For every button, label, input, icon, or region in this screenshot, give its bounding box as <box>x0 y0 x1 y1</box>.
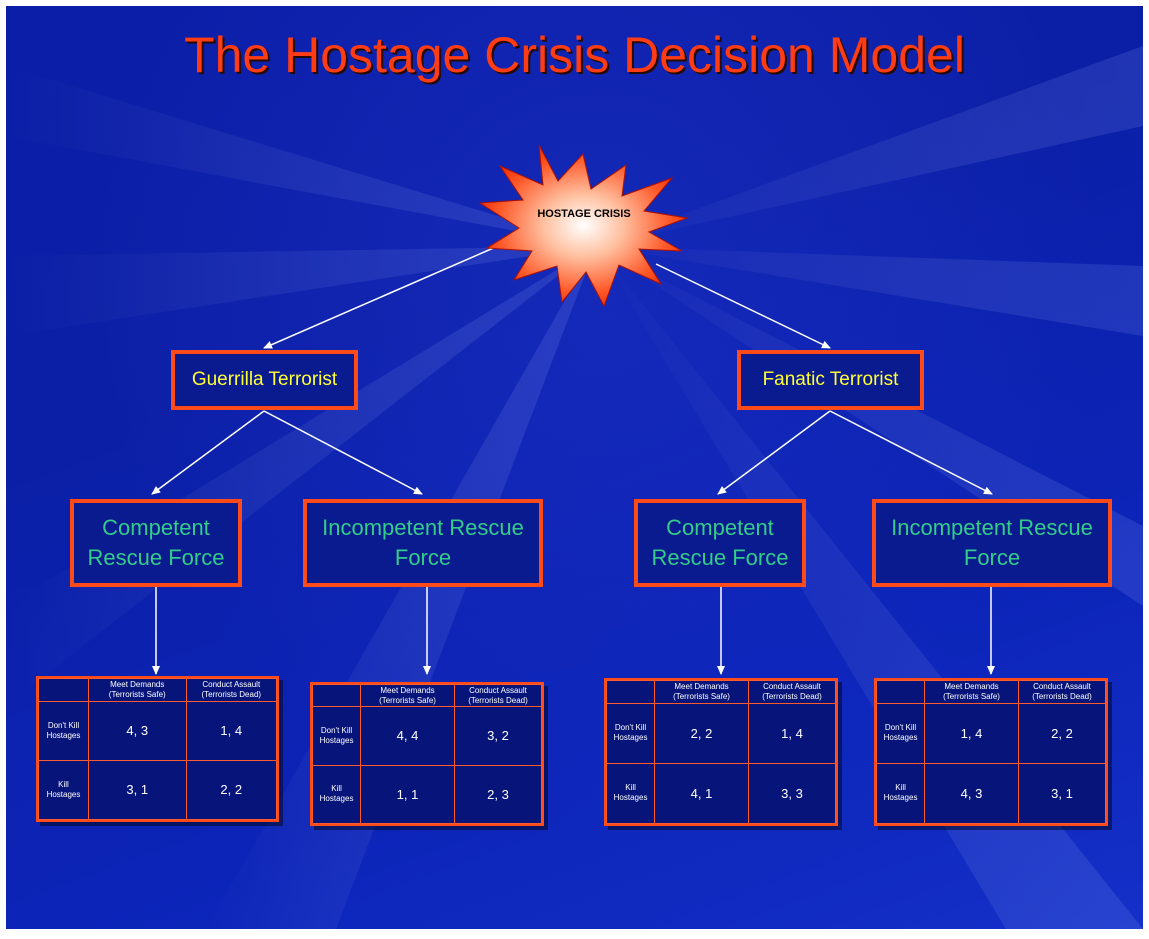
arrow-guerrilla-to-competent <box>151 410 265 495</box>
col-header-meet-demands: Meet Demands(Terrorists Safe) <box>360 683 455 708</box>
row-text: Kill <box>895 783 906 793</box>
row-text: Don't Kill <box>614 723 647 733</box>
header-text: (Terrorists Dead) <box>1032 691 1092 701</box>
slide: The Hostage Crisis Decision Model <box>6 6 1143 929</box>
payoff-matrix: Meet Demands(Terrorists Safe) Conduct As… <box>36 676 279 822</box>
payoff-cell: 3, 1 <box>87 759 187 821</box>
node-fanatic-terrorist-label: Fanatic Terrorist <box>762 369 899 390</box>
payoff-cell: 1, 4 <box>747 702 837 764</box>
header-text: Meet Demands <box>674 681 729 691</box>
force-label-line2: Rescue Force <box>87 545 225 570</box>
force-label-line1: Competent <box>102 515 210 540</box>
arrow-guerrilla-to-incompetent <box>263 410 423 495</box>
row-text: Kill <box>58 779 69 789</box>
payoff-cell: 3, 3 <box>747 762 837 825</box>
header-text: Meet Demands <box>380 685 435 695</box>
payoff-cell: 4, 4 <box>360 706 455 766</box>
arrow-root-to-guerrilla <box>263 245 499 349</box>
header-text: Conduct Assault <box>1033 681 1091 691</box>
corner-cell <box>38 678 89 702</box>
row-text: Hostages <box>613 793 648 803</box>
payoff-cell: 4, 1 <box>654 762 749 825</box>
payoff-cell: 1, 4 <box>924 702 1019 764</box>
col-header-conduct-assault: Conduct Assault(Terrorists Dead) <box>747 680 837 704</box>
payoff-cell: 1, 4 <box>185 700 278 761</box>
force-label-line2: Force <box>963 545 1021 570</box>
payoff-cell: 2, 2 <box>654 702 749 764</box>
arrow-fanatic-to-incompetent <box>829 410 993 495</box>
col-header-meet-demands: Meet Demands(Terrorists Safe) <box>654 680 749 704</box>
row-text: Hostages <box>319 794 354 804</box>
force-label-line1: Incompetent Rescue <box>322 515 524 540</box>
header-text: Meet Demands <box>110 679 165 689</box>
row-text: Hostages <box>613 733 648 743</box>
node-fanatic-terrorist: Fanatic Terrorist <box>737 350 924 410</box>
payoff-cell: 2, 3 <box>453 764 543 825</box>
force-label-line1: Incompetent Rescue <box>891 515 1093 540</box>
header-text: (Terrorists Dead) <box>468 695 528 705</box>
header-text: (Terrorists Safe) <box>673 691 730 701</box>
row-text: Hostages <box>883 733 918 743</box>
col-header-conduct-assault: Conduct Assault(Terrorists Dead) <box>185 678 278 702</box>
force-label-line2: Rescue Force <box>651 545 789 570</box>
root-label: HOSTAGE CRISIS <box>537 208 631 220</box>
payoff-cell: 3, 1 <box>1017 762 1107 825</box>
row-text: Hostages <box>46 730 81 740</box>
corner-cell <box>605 680 656 704</box>
payoff-matrix: Meet Demands(Terrorists Safe) Conduct As… <box>874 678 1108 826</box>
payoff-matrix: Meet Demands(Terrorists Safe) Conduct As… <box>604 678 838 826</box>
payoff-cell: 4, 3 <box>924 762 1019 825</box>
col-header-meet-demands: Meet Demands(Terrorists Safe) <box>924 680 1019 704</box>
row-text: Don't Kill <box>320 725 353 735</box>
col-header-meet-demands: Meet Demands(Terrorists Safe) <box>87 678 187 702</box>
row-text: Hostages <box>319 735 354 745</box>
payoff-cell: 4, 3 <box>87 700 187 761</box>
row-text: Hostages <box>46 789 81 799</box>
col-header-conduct-assault: Conduct Assault(Terrorists Dead) <box>453 683 543 708</box>
payoff-cell: 3, 2 <box>453 706 543 766</box>
col-header-conduct-assault: Conduct Assault(Terrorists Dead) <box>1017 680 1107 704</box>
slide-title: The Hostage Crisis Decision Model <box>184 27 965 83</box>
row-text: Don't Kill <box>884 723 917 733</box>
header-text: Meet Demands <box>944 681 999 691</box>
header-text: (Terrorists Safe) <box>943 691 1000 701</box>
row-text: Hostages <box>883 793 918 803</box>
header-text: (Terrorists Dead) <box>201 689 262 699</box>
connector-arrows <box>151 245 995 675</box>
header-text: Conduct Assault <box>469 685 527 695</box>
arrow-fanatic-to-competent <box>717 410 831 495</box>
node-guerrilla-terrorist-label: Guerrilla Terrorist <box>191 369 338 390</box>
force-label-line1: Competent <box>666 515 774 540</box>
corner-cell <box>875 680 926 704</box>
row-text: Kill <box>625 783 636 793</box>
arrow-root-to-fanatic <box>655 263 831 349</box>
force-label-line2: Force <box>394 545 452 570</box>
explosion-burst-icon <box>478 144 689 308</box>
header-text: (Terrorists Safe) <box>108 689 166 699</box>
payoff-cell: 2, 2 <box>1017 702 1107 764</box>
corner-cell <box>311 683 362 708</box>
row-text: Don't Kill <box>47 720 80 730</box>
header-text: (Terrorists Safe) <box>379 695 436 705</box>
header-text: Conduct Assault <box>763 681 821 691</box>
payoff-matrix: Meet Demands(Terrorists Safe) Conduct As… <box>310 682 544 826</box>
payoff-cell: 1, 1 <box>360 764 455 825</box>
header-text: (Terrorists Dead) <box>762 691 822 701</box>
row-text: Kill <box>331 784 342 794</box>
node-guerrilla-terrorist: Guerrilla Terrorist <box>171 350 358 410</box>
header-text: Conduct Assault <box>202 679 261 689</box>
payoff-cell: 2, 2 <box>185 759 278 821</box>
